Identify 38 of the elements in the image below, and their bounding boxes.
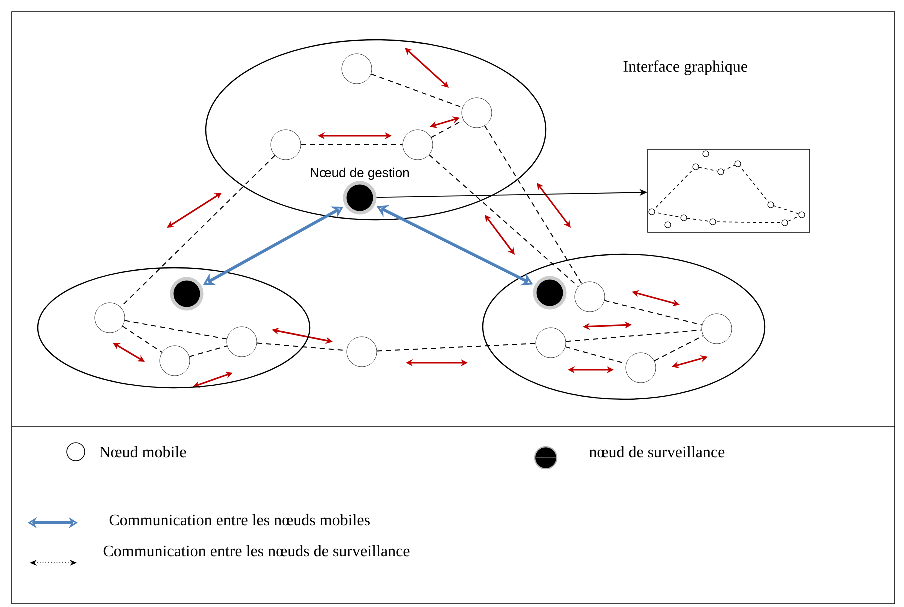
mobile-node	[94, 302, 126, 334]
mobile-node	[342, 54, 372, 84]
connector	[654, 335, 704, 362]
surveillance-node	[170, 277, 204, 311]
mobile-node	[346, 336, 378, 368]
mobile-node	[402, 130, 434, 160]
legend-text: Communication entre les nœuds mobiles	[110, 514, 370, 526]
legend-text: nœud de surveillance	[590, 446, 725, 458]
connector	[300, 144, 404, 146]
connector	[120, 155, 276, 308]
surveillance-node	[533, 276, 567, 310]
mobile-node	[702, 314, 732, 344]
cluster-ellipse	[205, 39, 547, 221]
mobile-node	[270, 130, 302, 160]
legend-text: Communication entre les nœuds de surveillance	[104, 545, 410, 557]
mobile-node	[626, 352, 656, 384]
connector	[430, 120, 464, 138]
connector	[376, 343, 536, 352]
connector	[428, 154, 580, 288]
surveillance-node: Nœud de gestion	[311, 168, 409, 215]
node-label: Nœud de gestion	[311, 168, 409, 180]
legend-text: Nœud mobile	[100, 446, 186, 458]
connector	[565, 346, 627, 364]
mobile-node	[462, 98, 492, 128]
mobile-node	[574, 282, 606, 312]
connector	[566, 330, 702, 342]
connector	[189, 346, 228, 358]
cluster-ellipse	[482, 254, 766, 400]
label-text: Interface graphique	[624, 60, 748, 76]
connector	[124, 320, 228, 340]
mobile-node	[536, 328, 566, 358]
connector	[484, 125, 583, 285]
connector	[604, 300, 703, 326]
connector	[370, 74, 464, 108]
mobile-node	[160, 346, 190, 376]
mobile-node	[226, 326, 258, 358]
cluster-ellipse	[37, 267, 311, 389]
connector	[122, 326, 163, 354]
